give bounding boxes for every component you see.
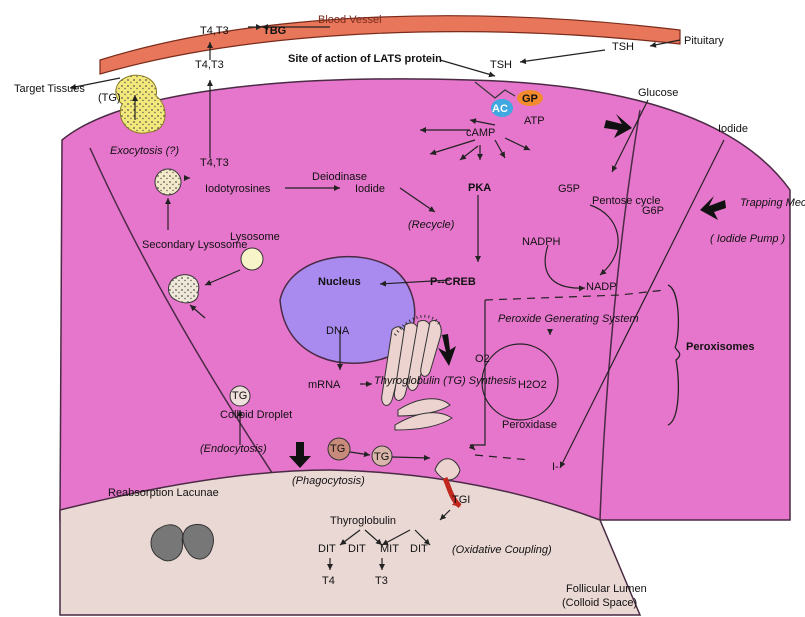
lysosome-label: Lysosome: [230, 231, 280, 243]
blood-vessel-label: Blood Vessel: [318, 14, 382, 26]
pka-label: PKA: [468, 182, 491, 194]
nadph-label: NADPH: [522, 236, 561, 248]
dit1-label: DIT: [318, 543, 336, 555]
colloid-space-label: (Colloid Space): [562, 597, 637, 609]
dit3-label: DIT: [410, 543, 428, 555]
atp-label: ATP: [524, 115, 545, 127]
thyroglobulin-lumen-label: Thyroglobulin: [330, 515, 396, 527]
gp-label: GP: [522, 93, 538, 105]
thyroglobulin-synthesis-label: Thyroglobulin (TG) Synthesis: [374, 375, 517, 387]
camp-label: cAMP: [466, 127, 495, 139]
ac-label: AC: [492, 103, 508, 115]
target-tissues-label: Target Tissues: [14, 83, 85, 95]
peroxide-generating-system-label: Peroxide Generating System: [498, 313, 639, 325]
tg-circle-label: TG: [232, 390, 247, 402]
nucleus-label: Nucleus: [318, 276, 361, 288]
follicular-lumen-label: Follicular Lumen: [566, 583, 647, 595]
dit2-label: DIT: [348, 543, 366, 555]
iodide-ion-label: I-: [552, 461, 559, 473]
pituitary-label: Pituitary: [684, 35, 724, 47]
trapping-mechanism-label: Trapping Mechanism: [740, 197, 805, 209]
lats-site-label: Site of action of LATS protein: [288, 53, 442, 65]
nadp-label: NADP: [586, 281, 617, 293]
lysosome-vesicle: [241, 248, 263, 270]
oxidative-coupling-label: (Oxidative Coupling): [452, 544, 552, 556]
g5p-label: G5P: [558, 183, 580, 195]
exocytosis-label: Exocytosis (?): [110, 145, 179, 157]
endocytosis-label: (Endocytosis): [200, 443, 267, 455]
o2-label: O2: [475, 353, 490, 365]
tsh-top-label: TSH: [612, 41, 634, 53]
reabsorption-lacunae-label: Reabsorption Lacunae: [108, 487, 219, 499]
iodotyrosines-label: Iodotyrosines: [205, 183, 271, 195]
g6p-label: G6P: [642, 205, 664, 217]
h2o2-label: H2O2: [518, 379, 547, 391]
iodide-pump-label: ( Iodide Pump ): [710, 233, 786, 245]
p-creb-label: P--CREB: [430, 276, 476, 288]
phagocytosis-label: (Phagocytosis): [292, 475, 365, 487]
t3-out-label: T3: [375, 575, 388, 587]
t4t3-second-label: T4,T3: [195, 59, 224, 71]
colloid-droplet-label: Colloid Droplet: [220, 409, 292, 421]
dna-label: DNA: [326, 325, 350, 337]
iodide-mid-label: Iodide: [355, 183, 385, 195]
t4t3-cell-label: T4,T3: [200, 157, 229, 169]
deiodinase-label: Deiodinase: [312, 171, 367, 183]
iodide-right-label: Iodide: [718, 123, 748, 135]
tg-paren-label: (TG): [98, 92, 121, 104]
mit-label: MIT: [380, 543, 399, 555]
glucose-label: Glucose: [638, 87, 678, 99]
tg-red-label: TG: [330, 443, 345, 455]
recycle-label: (Recycle): [408, 219, 455, 231]
tbg-label: TBG: [263, 25, 286, 37]
t4t3-top-label: T4,T3: [200, 25, 229, 37]
tsh-receptor-label: TSH: [490, 59, 512, 71]
tg-right-label: TG: [374, 451, 389, 463]
peroxisomes-label: Peroxisomes: [686, 341, 754, 353]
blood-vessel: [100, 16, 680, 74]
mrna-label: mRNA: [308, 379, 341, 391]
peroxidase-label: Peroxidase: [502, 419, 557, 431]
t4-out-label: T4: [322, 575, 335, 587]
tgi-label: TGI: [452, 494, 470, 506]
